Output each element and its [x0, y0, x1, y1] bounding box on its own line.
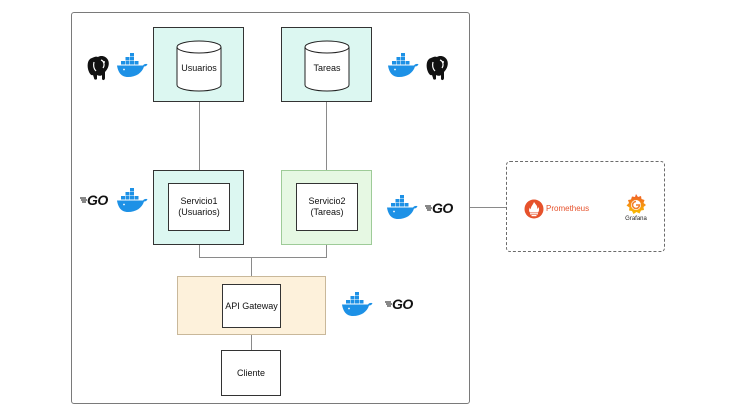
servicio2-label: Servicio2 (Tareas) [308, 196, 346, 217]
prometheus-flame-icon [524, 199, 544, 219]
servicio1-label: Servicio1 (Usuarios) [178, 196, 220, 217]
connector-tareas-servicio2 [326, 101, 327, 171]
connector-servicio2-down [326, 244, 327, 257]
api-gateway-label: API Gateway [225, 300, 278, 311]
tareas-database[interactable]: Tareas [304, 40, 350, 92]
speed-lines-icon [425, 205, 432, 211]
go-logo-text: GO [392, 296, 413, 312]
postgresql-elephant-icon [86, 54, 112, 82]
cliente-label: Cliente [236, 367, 265, 378]
speed-lines-icon [80, 197, 87, 203]
connector-gateway-cliente [251, 328, 252, 350]
golang-logo: GO [385, 295, 419, 313]
connector-bus-gateway [251, 257, 252, 284]
prometheus-logo[interactable]: Prometheus [524, 199, 600, 219]
go-logo-text: GO [432, 200, 453, 216]
docker-whale-icon [387, 53, 419, 79]
connector-usuarios-servicio1 [199, 101, 200, 171]
postgresql-elephant-icon [425, 54, 451, 82]
connector-monitoring [470, 207, 506, 208]
docker-whale-icon [341, 292, 373, 318]
docker-whale-icon [116, 53, 148, 79]
tareas-db-label: Tareas [313, 63, 341, 73]
connector-services-bus [199, 257, 327, 258]
golang-logo: GO [425, 199, 459, 217]
golang-logo: GO [80, 191, 114, 209]
usuarios-db-label: Usuarios [181, 63, 217, 73]
prometheus-label: Prometheus [546, 204, 590, 213]
go-logo-text: GO [87, 192, 108, 208]
database-cylinder-icon [304, 40, 350, 92]
speed-lines-icon [385, 301, 392, 307]
connector-servicio1-down [199, 244, 200, 257]
grafana-logo[interactable]: Grafana [619, 193, 653, 225]
cliente-box[interactable]: Cliente [221, 350, 281, 396]
grafana-label: Grafana [625, 216, 647, 222]
docker-whale-icon [386, 195, 418, 221]
usuarios-database[interactable]: Usuarios [176, 40, 222, 92]
api-gateway-box[interactable]: API Gateway [222, 284, 281, 328]
database-cylinder-icon [176, 40, 222, 92]
grafana-swirl-icon [626, 194, 646, 214]
servicio1-box[interactable]: Servicio1 (Usuarios) [168, 183, 230, 231]
docker-whale-icon [116, 188, 148, 214]
servicio2-box[interactable]: Servicio2 (Tareas) [296, 183, 358, 231]
